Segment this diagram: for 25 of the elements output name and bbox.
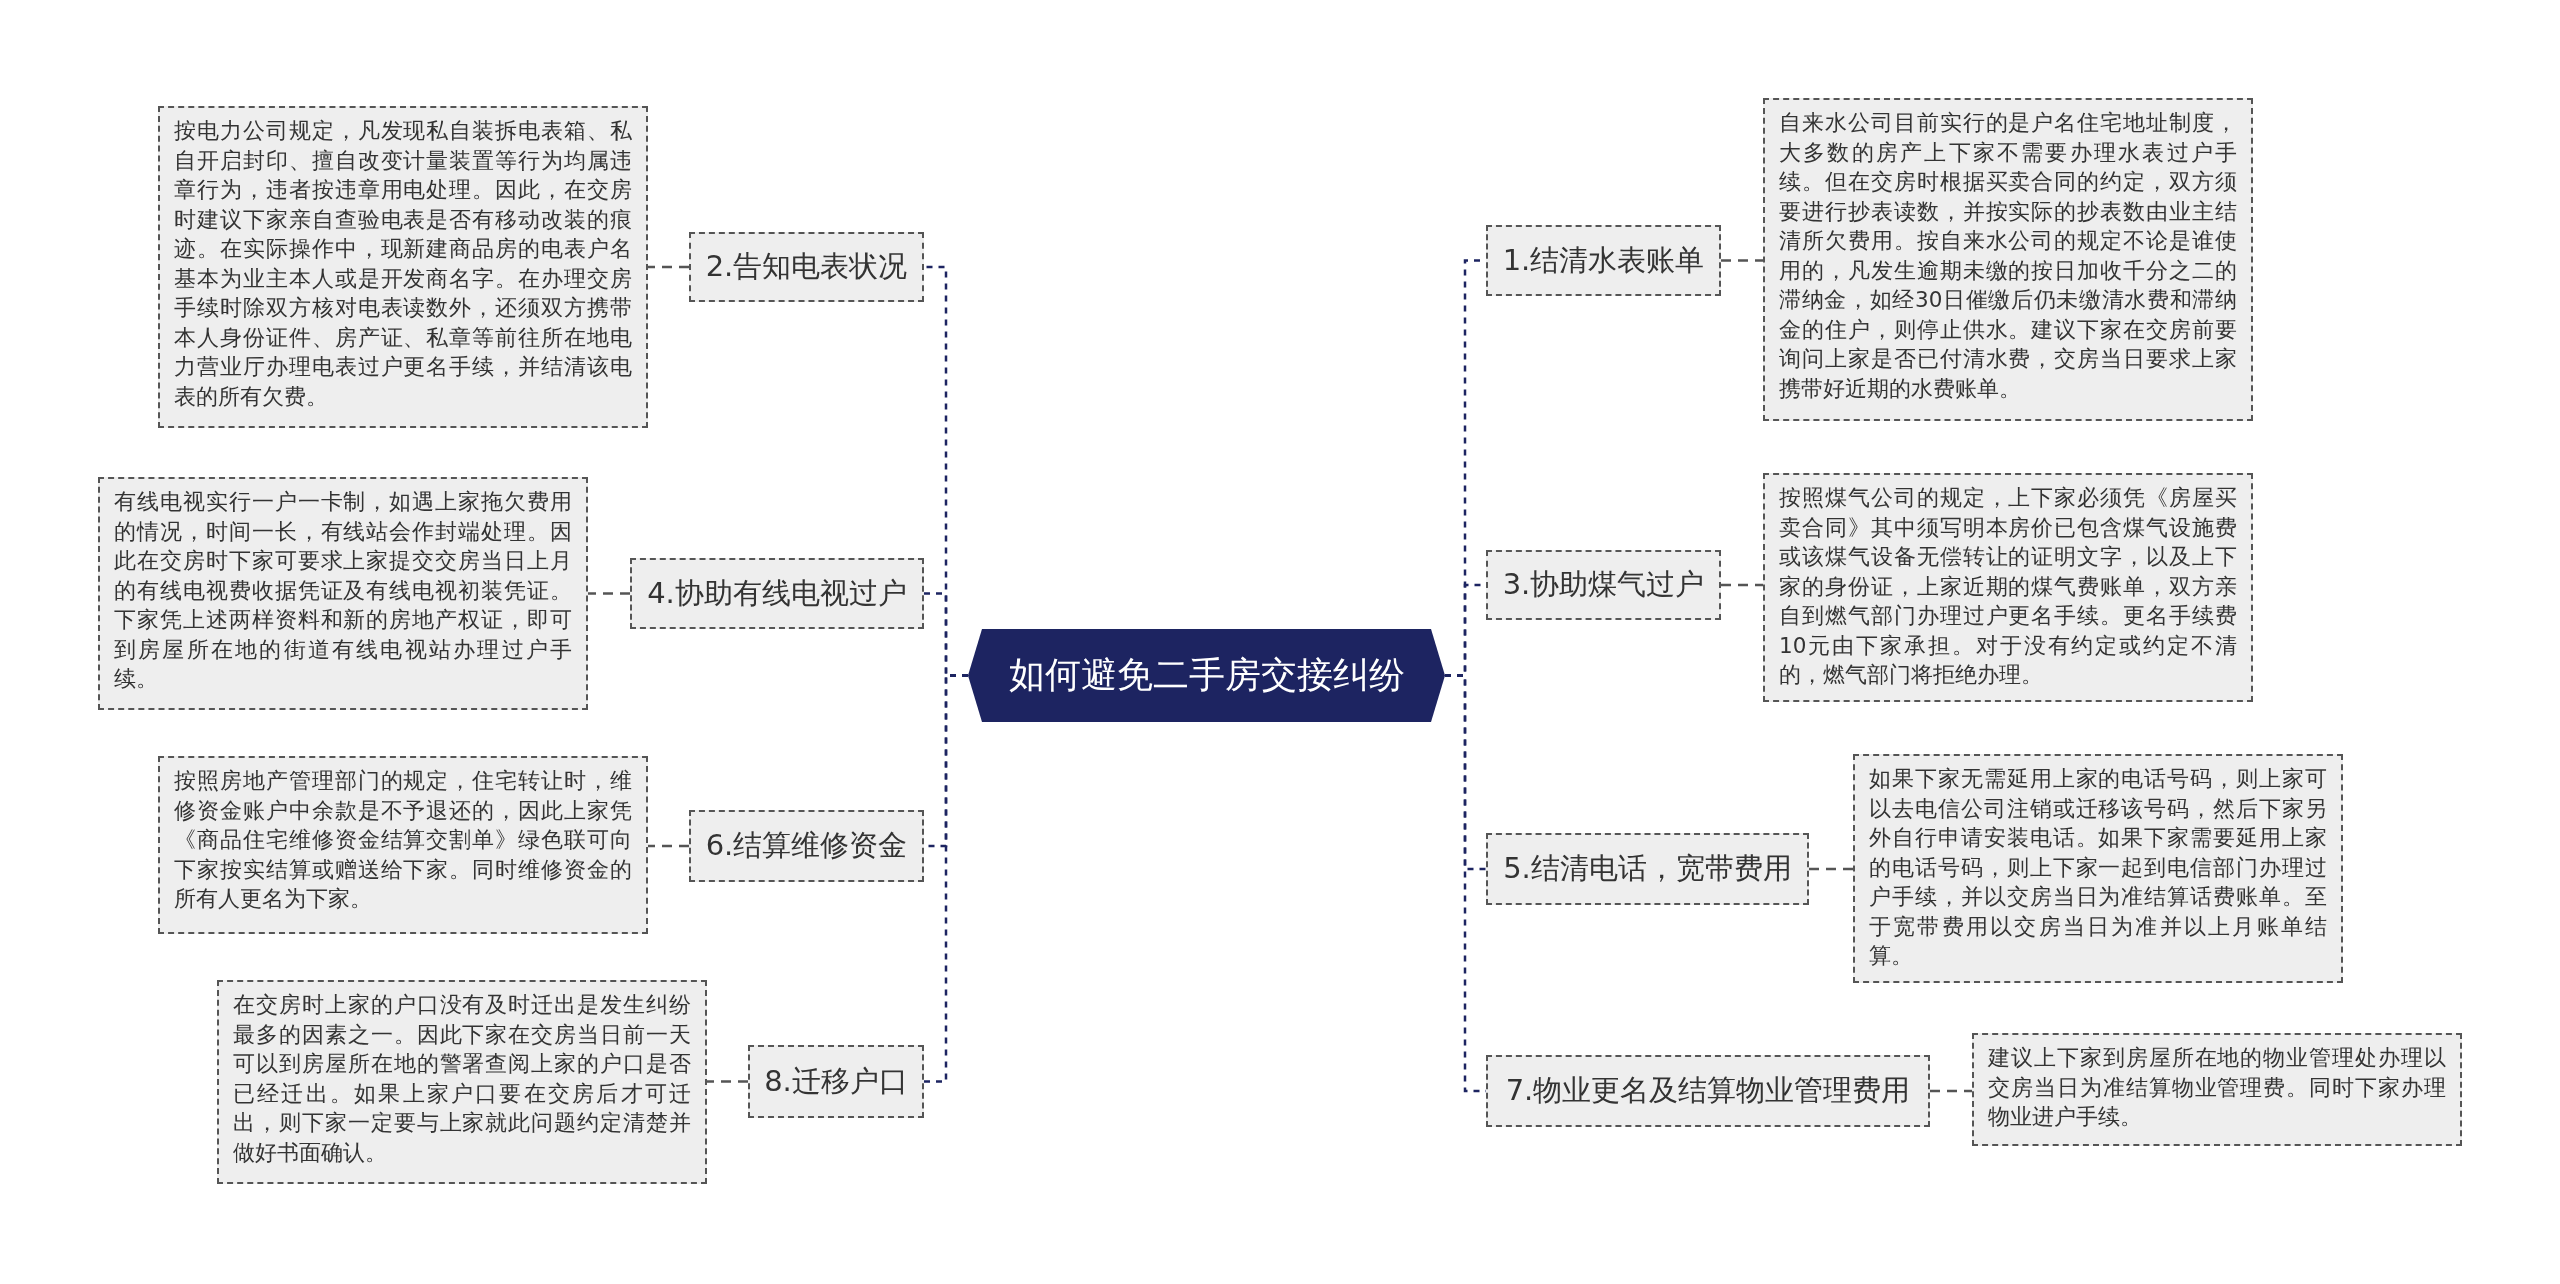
text-box: 如果下家无需延用上家的电话号码，则上家可以去电信公司注销或迁移该号码，然后下家另外自行申请安装电话。如果下家需要延用上家的电话号码，则上下家一起到电信部门办理过户手续，并以交房当日为准结算话费账单。至于宽带费用以交房当日为准并以上月账单结算。: [1853, 754, 2343, 983]
topic-box: 4.协助有线电视过户: [630, 558, 924, 629]
connector-line: [1721, 259, 1763, 262]
text-box: 按照房地产管理部门的规定，住宅转让时，维修资金账户中余款是不予退还的，因此上家凭《商品住宅维修资金结算交割单》绿色联可向下家按实结算或赠送给下家。同时维修资金的所有人更名为下家。: [158, 756, 648, 934]
text-box: 自来水公司目前实行的是户名住宅地址制度，大多数的房产上下家不需要办理水表过户手续。但在交房时根据买卖合同的约定，双方须要进行抄表读数，并按实际的抄表数由业主结清所欠费用。按自来水公司的规定不论是谁使用的，凡发生逾期未缴的按日加收千分之二的滞纳金，如经30日催缴后仍未缴清水费和滞纳金的住户，则停止供水。建议下家在交房前要询问上家是否已付清水费，交房当日要求上家携带好近期的水费账单。: [1763, 98, 2253, 421]
connector-line: [648, 265, 689, 269]
connector-line: [588, 592, 630, 595]
text-box: 建议上下家到房屋所在地的物业管理处办理以交房当日为准结算物业管理费。同时下家办理物业进户手续。: [1972, 1033, 2462, 1146]
connector-line: [924, 674, 968, 1083]
topic-box: 7.物业更名及结算物业管理费用: [1486, 1055, 1930, 1127]
connector-line: [707, 1080, 748, 1083]
text-box: 有线电视实行一户一卡制，如遇上家拖欠费用的情况，时间一长，有线站会作封端处理。因此在交房时下家可要求上家提交交房当日上月的有线电视费收据凭证及有线电视初装凭证。下家凭上述两样资料和新的房地产权证，即可到房屋所在地的街道有线电视站办理过户手续。: [98, 477, 588, 710]
topic-box: 3.协助煤气过户: [1486, 550, 1721, 620]
text-box: 在交房时上家的户口没有及时迁出是发生纠纷最多的因素之一。因此下家在交房当日前一天可以到房屋所在地的警署查阅上家的户口是否已经迁出。如果上家户口要在交房后才可迁出，则下家一定要与上家就此问题约定清楚并做好书面确认。: [217, 980, 707, 1184]
connector-line: [648, 844, 689, 848]
topic-box: 8.迁移户口: [748, 1045, 924, 1118]
connector-line: [1721, 583, 1763, 587]
text-box: 按照煤气公司的规定，上下家必须凭《房屋买卖合同》其中须写明本房价已包含煤气设施费或该煤气设备无偿转让的证明文字，以及上下家的身份证，上家近期的煤气费账单，双方亲自到燃气部门办理过户更名手续。更名手续费10元由下家承担。对于没有约定或约定不清的，燃气部门将拒绝办理。: [1763, 473, 2253, 702]
topic-box: 2.告知电表状况: [689, 232, 924, 302]
connector-line: [1930, 1089, 1972, 1093]
connector-line: [1809, 867, 1853, 871]
topic-box: 6.结算维修资金: [689, 810, 924, 882]
topic-box: 1.结清水表账单: [1486, 225, 1721, 296]
topic-box: 5.结清电话，宽带费用: [1486, 833, 1809, 905]
text-box: 按电力公司规定，凡发现私自装拆电表箱、私自开启封印、擅自改变计量装置等行为均属违章行为，违者按违章用电处理。因此，在交房时建议下家亲自查验电表是否有移动改装的痕迹。在实际操作中，现新建商品房的电表户名基本为业主本人或是开发商名字。在办理交房手续时除双方核对电表读数外，还须双方携带本人身份证件、房产证、私章等前往所在地电力营业厅办理电表过户更名手续，并结清该电表的所有欠费。: [158, 106, 648, 428]
